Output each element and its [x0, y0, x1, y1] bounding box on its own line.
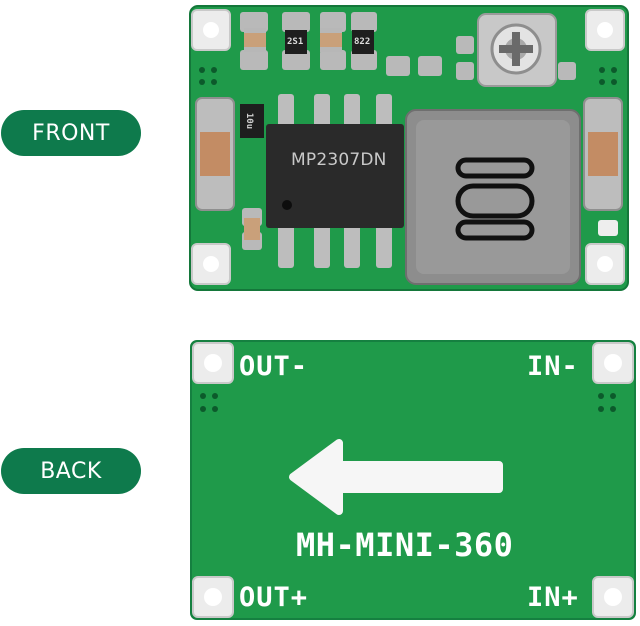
front-board-photo: MP2307DN 2S1 822 10u [186, 4, 632, 294]
front-pcb-graphic [189, 5, 629, 291]
inductor-marking-glyphs [455, 157, 535, 241]
mounting-hole [191, 9, 625, 285]
model-label: MH-MINI-360 [296, 526, 514, 564]
smd-capacitor-10u [240, 104, 264, 250]
capacitor-marking: 10u [244, 112, 255, 130]
out-plus-label: OUT+ [239, 582, 309, 613]
via-holes [199, 67, 617, 85]
arrow-left-icon [289, 439, 503, 515]
via-holes [200, 393, 616, 412]
in-minus-label: IN- [527, 351, 579, 382]
in-plus-label: IN+ [527, 582, 579, 613]
potentiometer [477, 13, 557, 87]
smd-capacitor [244, 28, 266, 52]
chip-marking: MP2307DN [291, 150, 387, 170]
resistor-1-marking: 2S1 [287, 37, 304, 47]
smd-capacitor [320, 28, 342, 52]
output-capacitor [583, 97, 623, 211]
pin1-dot [282, 200, 292, 210]
out-minus-label: OUT- [239, 351, 309, 382]
inductor [405, 109, 581, 285]
ic-pins [278, 94, 392, 268]
back-board-photo: OUT- IN- OUT+ IN+ MH-MINI-360 [189, 339, 637, 621]
smd-resistor-2 [352, 30, 374, 54]
back-label: BACK [1, 448, 141, 494]
smd-resistor-1 [285, 30, 307, 54]
input-capacitor [195, 97, 235, 211]
resistor-2-marking: 822 [354, 37, 371, 47]
front-label: FRONT [1, 110, 141, 156]
ic-chip [266, 124, 404, 228]
back-pcb-graphic [190, 340, 636, 620]
